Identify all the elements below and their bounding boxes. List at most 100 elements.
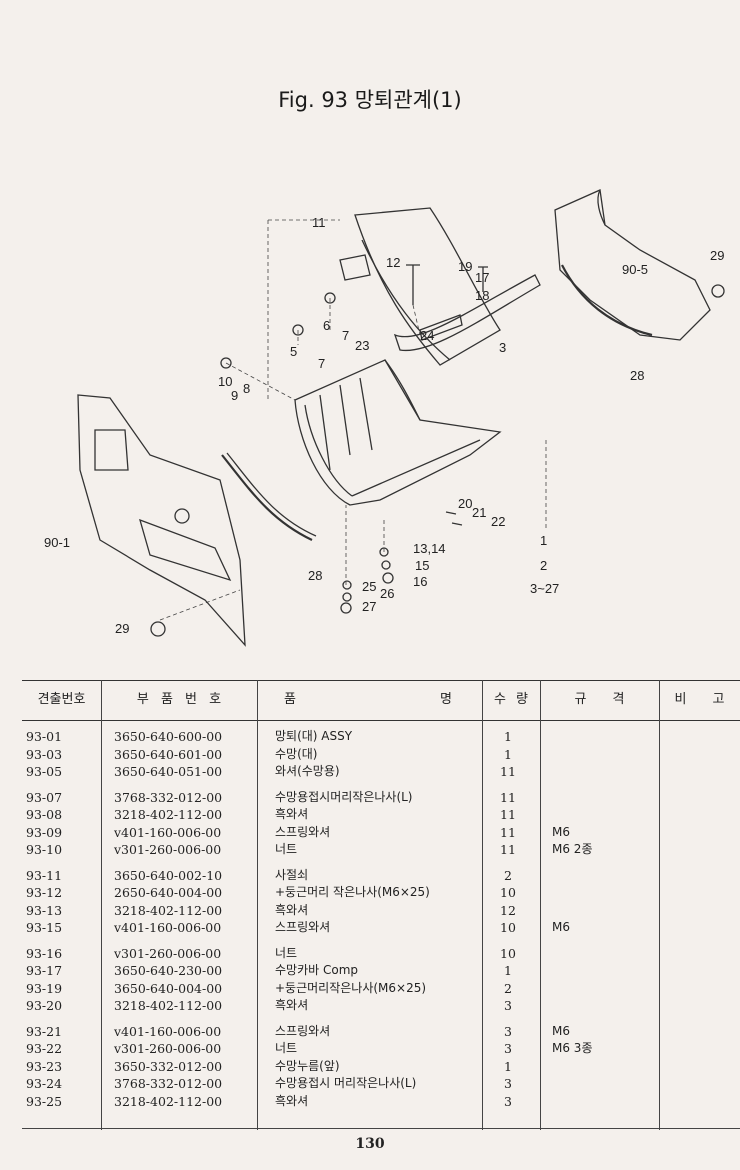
svg-text:18: 18 xyxy=(475,288,489,303)
cell-no: 93-20 xyxy=(26,998,63,1013)
svg-text:27: 27 xyxy=(362,599,376,614)
cell-no: 93-24 xyxy=(26,1076,63,1091)
svg-text:28: 28 xyxy=(630,368,644,383)
cell-part-no: v401-160-006-00 xyxy=(114,824,222,840)
cell-no: 93-08 xyxy=(26,807,63,822)
svg-text:22: 22 xyxy=(491,514,505,529)
cell-name: 사절쇠 xyxy=(275,867,309,882)
cell-no: 93-09 xyxy=(26,824,63,840)
cell-qty: 11 xyxy=(500,764,516,779)
cell-part-no: v401-160-006-00 xyxy=(114,1023,222,1039)
cell-no: 93-10 xyxy=(26,842,63,857)
column-divider xyxy=(482,680,483,1130)
cell-no: 93-19 xyxy=(26,980,63,996)
group-spacer xyxy=(26,859,96,867)
cell-no: 93-05 xyxy=(26,764,63,779)
cell-qty: 2 xyxy=(504,980,512,996)
cell-part-no: 3768-332-012-00 xyxy=(114,1076,223,1091)
column-divider xyxy=(257,680,258,1130)
svg-text:3~27: 3~27 xyxy=(530,581,559,596)
cell-spec xyxy=(552,728,662,746)
group-spacer xyxy=(26,781,96,789)
group-spacer xyxy=(26,937,96,945)
cell-qty: 2 xyxy=(504,867,512,883)
cell-qty: 3 xyxy=(504,1076,512,1091)
cell-name: 수망용접시 머리작은나사(L) xyxy=(275,1076,417,1090)
cell-qty: 11 xyxy=(500,824,516,840)
cell-spec xyxy=(552,902,662,920)
cell-no: 93-12 xyxy=(26,885,63,900)
group-spacer xyxy=(275,781,505,789)
cell-no: 93-23 xyxy=(26,1058,63,1074)
cell-qty: 1 xyxy=(504,729,512,744)
svg-text:1: 1 xyxy=(540,533,547,548)
group-spacer xyxy=(552,859,662,867)
cell-no: 93-25 xyxy=(26,1093,63,1109)
cell-name: 흑와셔 xyxy=(275,1093,309,1108)
cell-spec xyxy=(552,867,662,885)
svg-text:90-1: 90-1 xyxy=(44,535,70,550)
cell-spec: M6 3종 xyxy=(552,1041,593,1055)
cell-qty: 11 xyxy=(500,842,516,857)
cell-spec xyxy=(552,746,662,764)
cell-name: 스프링와셔 xyxy=(275,824,331,839)
column-divider xyxy=(101,680,102,1130)
rail-28-upper xyxy=(561,264,653,337)
cell-part-no: 3650-640-230-00 xyxy=(114,963,223,978)
header-no: 견출번호 xyxy=(37,692,86,707)
cell-no: 93-17 xyxy=(26,963,63,978)
cell-qty: 10 xyxy=(500,920,516,935)
svg-text:5: 5 xyxy=(290,344,297,359)
side-panel-right xyxy=(554,189,711,341)
cell-part-no: v301-260-006-00 xyxy=(114,945,222,961)
header-part-no: 부 품 번 호 xyxy=(136,692,222,707)
group-spacer xyxy=(552,1015,662,1023)
cell-no: 93-13 xyxy=(26,902,63,918)
svg-text:17: 17 xyxy=(475,270,489,285)
group-spacer xyxy=(488,781,528,789)
cell-name: 흑와셔 xyxy=(275,998,309,1012)
column-divider xyxy=(659,680,660,1130)
svg-text:20: 20 xyxy=(458,496,472,511)
svg-text:21: 21 xyxy=(472,505,486,520)
cell-name: 수망카바 Comp xyxy=(275,963,359,977)
main-frame xyxy=(294,359,502,506)
cell-part-no: 3768-332-012-00 xyxy=(114,789,223,805)
cell-part-no: 3218-402-112-00 xyxy=(114,998,223,1013)
cell-qty: 10 xyxy=(500,945,516,961)
cell-no: 93-22 xyxy=(26,1041,63,1056)
cell-qty: 1 xyxy=(504,746,512,762)
svg-text:29: 29 xyxy=(710,248,724,263)
svg-text:19: 19 xyxy=(458,259,472,274)
cell-spec xyxy=(552,962,662,980)
column-divider xyxy=(540,680,541,1130)
cell-part-no: 3650-640-601-00 xyxy=(114,746,223,762)
cell-part-no: 3650-640-051-00 xyxy=(114,764,223,779)
cell-spec xyxy=(552,980,662,998)
cell-spec xyxy=(552,945,662,963)
cell-no: 93-16 xyxy=(26,945,63,961)
cell-spec xyxy=(552,1075,662,1093)
cell-spec xyxy=(552,1093,662,1111)
svg-text:16: 16 xyxy=(413,574,427,589)
cell-spec xyxy=(552,884,662,902)
cell-part-no: 3218-402-112-00 xyxy=(114,1093,223,1109)
cell-name: 스프링와셔 xyxy=(275,920,331,934)
svg-text:12: 12 xyxy=(386,255,400,270)
cell-spec xyxy=(552,763,662,781)
cell-name: 수망용접시머리작은나사(L) xyxy=(275,789,413,804)
exploded-parts-diagram: 11 12 19 17 18 90-5 29 6 7 5 7 23 24 3 1… xyxy=(44,189,725,647)
cell-qty: 1 xyxy=(504,1058,512,1074)
cell-name: 너트 xyxy=(275,1041,298,1055)
cell-part-no: 3650-640-600-00 xyxy=(114,729,223,744)
cell-part-no: 3218-402-112-00 xyxy=(114,807,223,822)
column-part-no: 3650-640-600-00 3650-640-601-00 3650-640-0… xyxy=(114,728,264,1110)
cell-part-no: 3650-640-002-10 xyxy=(114,867,223,883)
svg-text:15: 15 xyxy=(415,558,429,573)
svg-text:25: 25 xyxy=(362,579,376,594)
group-spacer xyxy=(552,937,662,945)
